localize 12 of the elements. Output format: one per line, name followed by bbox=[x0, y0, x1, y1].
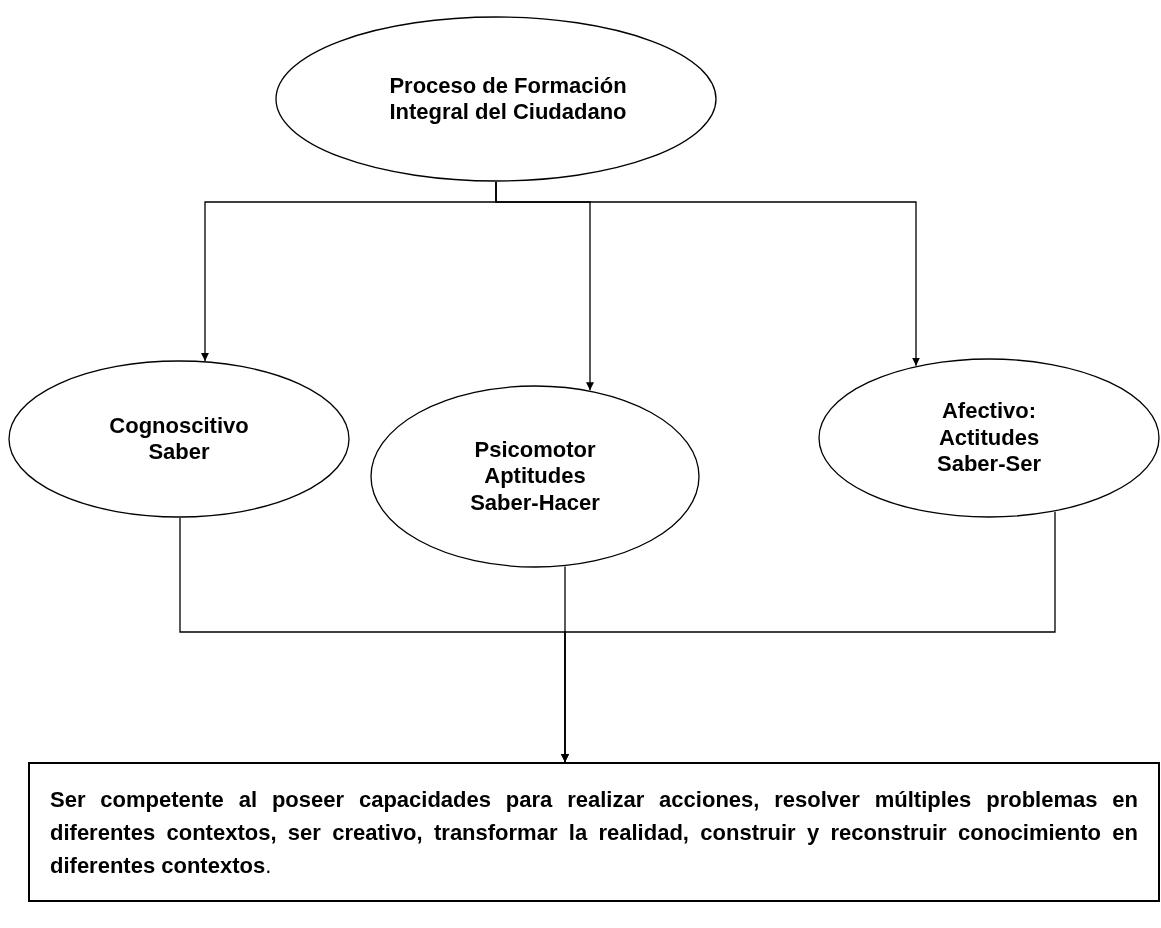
connector-arrow bbox=[561, 511, 1056, 763]
node-label: Ser competente al poseer capacidades para realizar acciones, resolver múltiples problemas en diferentes contextos, ser creativo, transformar la realidad, construir y reconstruir conocimiento en diferentes contextos. bbox=[50, 785, 1138, 880]
ellipse-node bbox=[370, 385, 700, 568]
ellipse-node bbox=[8, 360, 350, 518]
node-label: Afectivo: Actitudes Saber-Ser bbox=[936, 398, 1042, 478]
node-label: Proceso de Formación Integral del Ciudadano bbox=[388, 72, 628, 126]
text-box bbox=[28, 762, 1160, 902]
connector-arrow bbox=[495, 181, 920, 367]
node-label: Cognoscitivo Saber bbox=[108, 412, 250, 466]
node-label: Psicomotor Aptitudes Saber-Hacer bbox=[469, 436, 601, 517]
ellipse-node bbox=[818, 358, 1160, 518]
ellipse-node bbox=[275, 16, 717, 182]
